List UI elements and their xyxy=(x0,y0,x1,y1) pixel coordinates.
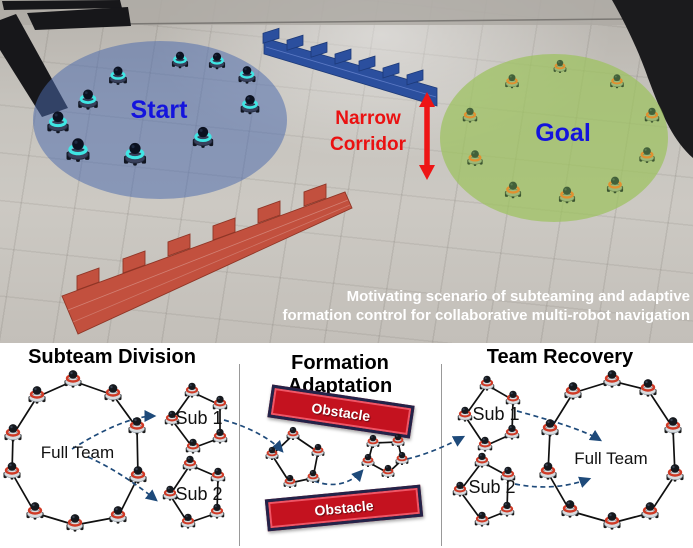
robot-icon xyxy=(285,425,301,441)
robot-icon xyxy=(65,512,85,533)
panel-divider-1 xyxy=(239,364,240,546)
robot-icon xyxy=(499,465,517,483)
wall-floor-edge xyxy=(119,18,626,25)
robot-icon xyxy=(478,374,496,392)
robot-icon xyxy=(108,504,128,525)
robot-icon xyxy=(208,502,226,520)
arrow-sub1-to-fullteam xyxy=(516,410,603,442)
start-region xyxy=(33,41,287,199)
robot-icon xyxy=(365,433,381,449)
robot-icon xyxy=(563,380,583,401)
robot-icon xyxy=(27,384,47,405)
red-wall xyxy=(61,183,353,335)
panel-title-subteam-division: Subteam Division xyxy=(28,346,196,368)
robot-icon xyxy=(602,510,622,531)
robot-icon xyxy=(498,500,516,518)
panel-divider-2 xyxy=(441,364,442,546)
robot-icon xyxy=(63,368,83,389)
corridor-arrow xyxy=(419,92,435,180)
arrow-fullteam-to-sub2 xyxy=(87,456,158,502)
curtain xyxy=(612,0,693,158)
arrow-sub2-to-fullteam xyxy=(514,476,592,488)
robot-icon xyxy=(103,382,123,403)
robot-icon xyxy=(538,460,558,481)
photo-scene xyxy=(0,0,693,335)
robot-icon xyxy=(128,464,148,485)
robot-icon xyxy=(504,389,522,407)
experiment-photo: Start Goal Narrow Corridor Motivating sc… xyxy=(0,0,693,343)
robot-icon xyxy=(25,500,45,521)
robot-icon xyxy=(2,460,22,481)
formation-links xyxy=(11,380,676,526)
robot-icon xyxy=(181,454,199,472)
robot-icon xyxy=(211,427,229,445)
robot-icon xyxy=(560,498,580,519)
robot-icon xyxy=(394,450,410,466)
arrow-between-formations xyxy=(313,469,364,486)
formation-ring xyxy=(11,380,139,526)
robot-icon xyxy=(473,451,491,469)
robot-icon xyxy=(638,377,658,398)
robot-icon xyxy=(211,394,229,412)
robot-icon xyxy=(310,442,326,458)
blue-wall xyxy=(262,27,438,107)
transition-arrows xyxy=(71,410,603,502)
arrow-sub1-to-corridor xyxy=(223,419,284,453)
robot-icon xyxy=(305,468,321,484)
arrow-corridor-to-recovery xyxy=(406,435,466,460)
robot-icon xyxy=(380,463,396,479)
panel-title-team-recovery: Team Recovery xyxy=(486,346,634,368)
robot-icon xyxy=(390,432,406,448)
robot-icon xyxy=(209,466,227,484)
robot-icon xyxy=(665,462,685,483)
robot-icon xyxy=(183,381,201,399)
robot-icon xyxy=(264,445,280,461)
arrow-fullteam-to-sub1 xyxy=(71,410,157,450)
robot-icon xyxy=(602,368,622,389)
robot-icon xyxy=(503,423,521,441)
robot-icon xyxy=(360,452,376,468)
diagram-robots xyxy=(2,368,685,533)
